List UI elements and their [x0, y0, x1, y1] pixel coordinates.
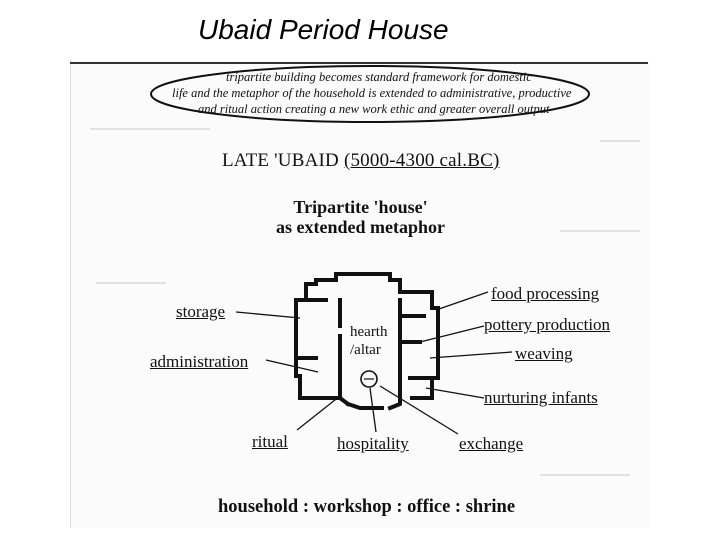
hearth-label-line-1: hearth — [350, 324, 388, 340]
period-heading: LATE 'UBAID (5000-4300 cal.BC) — [222, 150, 500, 172]
diagram-title-line-2: as extended metaphor — [276, 217, 445, 237]
floor-plan — [294, 272, 440, 411]
leader-administration — [265, 359, 319, 373]
label-hospitality: hospitality — [337, 434, 409, 453]
wall-left-outer — [294, 282, 351, 407]
label-food-processing: food processing — [491, 284, 600, 303]
hearth-altar-marker — [360, 370, 378, 388]
leader-exchange — [379, 385, 459, 435]
summary-line-1: tripartite building becomes standard fra… — [226, 70, 532, 84]
scan-bleed-line — [90, 128, 210, 130]
leader-lines — [235, 291, 513, 435]
leader-weaving — [429, 351, 513, 359]
label-pottery-production: pottery production — [484, 315, 611, 334]
leader-hospitality — [369, 387, 377, 433]
wall-right-inner — [387, 298, 402, 411]
page-top-rule — [70, 62, 648, 64]
period-dates: (5000-4300 cal.BC) — [343, 150, 500, 171]
period-name: LATE 'UBAID — [222, 150, 339, 171]
scan-bleed-line — [96, 282, 166, 284]
slide-title: Ubaid Period House — [198, 14, 449, 45]
label-exchange: exchange — [459, 434, 524, 453]
leader-ritual — [296, 395, 341, 431]
diagram-title: Tripartite 'house' as extended metaphor — [276, 197, 445, 237]
scan-bleed-line — [540, 474, 630, 476]
wall-bottom — [345, 401, 384, 410]
scan-bleed-line — [600, 140, 640, 142]
label-ritual: ritual — [252, 432, 288, 451]
wall-top-left — [304, 272, 338, 286]
leader-nurturing-infants — [425, 387, 485, 399]
summary-line-3: and ritual action creating a new work et… — [198, 102, 550, 116]
scanned-page — [70, 60, 649, 528]
summary-line-2: life and the metaphor of the household i… — [172, 86, 572, 100]
leader-food-processing — [435, 291, 489, 311]
hearth-label: hearth /altar — [350, 323, 387, 359]
summary-ellipse — [150, 65, 590, 123]
label-storage: storage — [176, 302, 226, 321]
hearth-label-line-2: /altar — [350, 342, 381, 358]
label-administration: administration — [150, 352, 249, 371]
leader-pottery-production — [419, 325, 485, 343]
household-metaphor-line: household : workshop : office : shrine — [218, 497, 516, 517]
diagram-title-line-1: Tripartite 'house' — [293, 197, 428, 217]
label-nurturing-infants: nurturing infants — [484, 388, 598, 407]
leader-storage — [235, 311, 301, 319]
label-weaving: weaving — [515, 344, 573, 363]
wall-top — [334, 272, 402, 282]
scan-bleed-line — [560, 230, 640, 232]
wall-right-outer — [398, 278, 440, 400]
